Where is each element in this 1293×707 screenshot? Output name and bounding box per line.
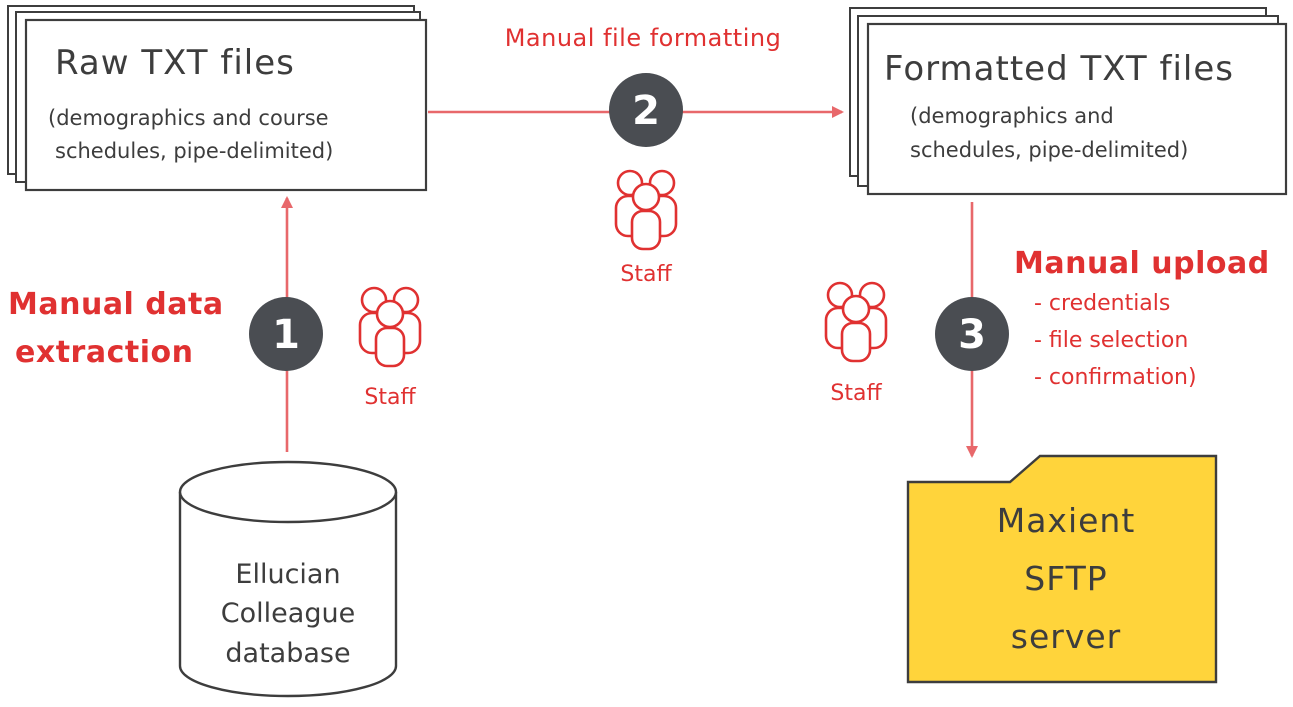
step-1-actor: Staff [364,385,416,410]
staff-icon [614,169,678,251]
step-2-actor: Staff [620,262,672,287]
step-1-badge [249,297,323,371]
raw-box-title: Raw TXT files [55,43,295,83]
formatted-box-subtitle-1: (demographics and [910,104,1114,128]
formatted-box-subtitle-2: schedules, pipe-delimited) [910,138,1188,162]
step-3: 3 Manual upload - credentials - file sel… [824,246,1270,406]
step-2: 2 Manual file formatting Staff [505,24,782,287]
database-label-line-3: database [225,638,350,669]
database-label-line-1: Ellucian [235,559,340,590]
step-2-number: 2 [632,88,660,134]
step-3-detail-file-selection: - file selection [1034,328,1188,353]
step-1-label-line-1: Manual data [8,287,224,322]
folder-icon [906,454,1218,684]
step-3-detail-confirmation: - confirmation) [1034,365,1197,390]
step-2-label: Manual file formatting [505,24,782,52]
staff-icon [824,281,888,363]
raw-txt-files-box: Raw TXT files (demographics and course s… [7,5,428,192]
step-3-actor: Staff [830,381,882,406]
step-1-number: 1 [272,312,300,358]
sftp-server-folder: Maxient SFTP server [906,454,1218,684]
database-icon [178,460,398,524]
raw-box-subtitle-2: schedules, pipe-delimited) [55,139,333,163]
raw-box-subtitle-1: (demographics and course [48,106,329,130]
formatted-txt-files-box: Formatted TXT files (demographics and sc… [849,7,1288,196]
database-label-line-2: Colleague [221,598,355,629]
server-label-line-3: server [1011,617,1121,656]
step-3-label: Manual upload [1014,246,1270,281]
step-3-badge [935,297,1009,371]
formatted-box-title: Formatted TXT files [884,49,1234,89]
server-label-line-1: Maxient [997,501,1136,540]
step-1: 1 Manual data extraction Staff [8,286,422,410]
server-label-line-2: SFTP [1024,559,1107,598]
step-3-detail-credentials: - credentials [1034,291,1170,316]
step-1-label-line-2: extraction [15,335,193,370]
step-3-number: 3 [958,312,986,358]
staff-icon [358,286,422,368]
database-cylinder: Ellucian Colleague database [178,460,398,698]
step-2-badge [609,73,683,147]
